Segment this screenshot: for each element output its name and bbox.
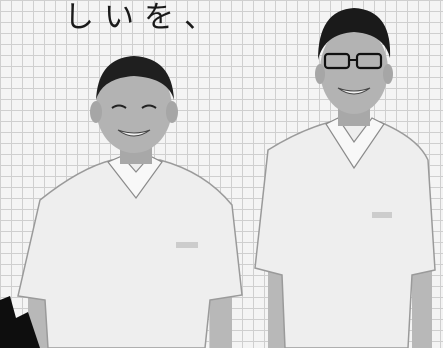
right-student-right-arm [412, 262, 432, 348]
student-left [17, 56, 243, 348]
left-student-face [96, 63, 172, 153]
right-student-glasses [323, 52, 383, 70]
right-student-mouth [337, 87, 371, 95]
right-student-ear-left [315, 64, 325, 84]
right-student-face [320, 26, 388, 114]
caption-text: しいを、 [64, 0, 224, 35]
right-student-ear-right [383, 64, 393, 84]
left-student-ear-right [166, 101, 178, 123]
right-student-pocket-logo [372, 212, 392, 218]
right-student-hair [318, 8, 391, 60]
left-student-hair [96, 56, 174, 100]
left-student-eye-right [141, 104, 157, 109]
left-student-mouth [117, 129, 151, 137]
left-student-ear-left [90, 101, 102, 123]
left-student-shirt [17, 159, 243, 348]
left-student-eye-left [111, 104, 127, 109]
student-right [254, 8, 436, 348]
right-student-shirt [254, 121, 436, 348]
corner-graphic-shape [0, 296, 40, 348]
left-student-pocket-logo [176, 242, 198, 248]
